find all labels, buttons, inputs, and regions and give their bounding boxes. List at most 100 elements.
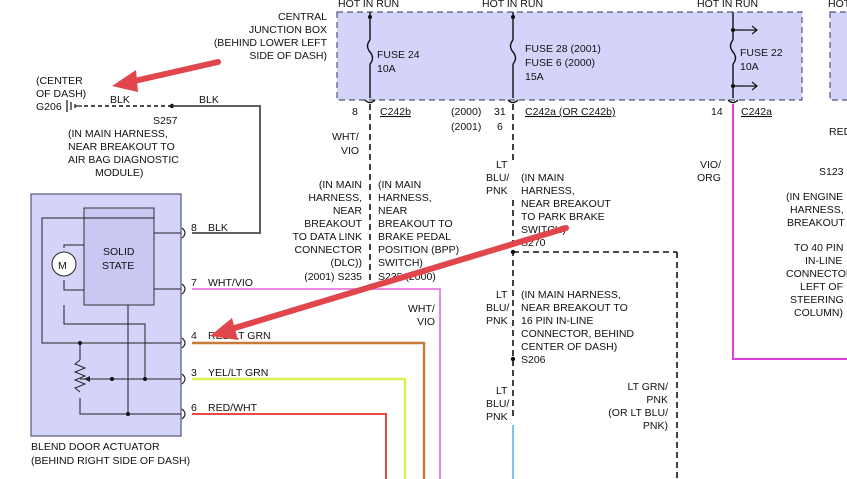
motor-label: M [58,260,67,272]
junction-box-right-partial [829,11,847,101]
s206-l5: CENTER OF DASH) [521,341,617,353]
hot-label-right: HOT [828,0,847,10]
s257-line1: (IN MAIN HARNESS, [68,128,168,140]
ltblu-pnk-2-l3: PNK [486,315,508,327]
potentiometer-icon [73,359,87,393]
s270-l3: NEAR BREAKOUT [521,198,611,210]
hot-in-run-label-1: HOT IN RUN [338,0,399,10]
red-ltgrn-wire [192,341,426,479]
wht-vio-wire [192,288,441,479]
vio-org-l2: ORG [697,172,721,184]
year-2001-label: (2001) [451,121,481,133]
annotation-arrow-pin-4 [210,225,569,340]
ltblu-pnk-3-l3: PNK [486,411,508,423]
s235-l4: BREAKOUT [304,218,362,230]
actuator-pin-7: 7 [191,277,197,289]
jb-label-line1: CENTRAL [278,11,327,23]
node-4 [78,341,82,345]
ltblu-pnk-3-l1: LT [496,385,508,397]
fuse-28-amp: 15A [525,71,544,83]
bpp-l7: SWITCH) [378,257,423,269]
ground-location-1: (CENTER [36,75,83,87]
right-s123: S123 [819,166,844,178]
jb-label-line4: SIDE OF DASH) [249,50,327,62]
bpp-l5: BRAKE PEDAL [378,231,451,243]
ltblu-pnk-1-l3: PNK [486,185,508,197]
ltblu-pnk-1-l1: LT [496,159,508,171]
actuator-pin-7-wire: WHT/VIO [208,277,253,289]
year-2000-label: (2000) [451,106,481,118]
blk-wire [172,105,261,234]
solid-state-module [83,207,155,306]
fuse-22-amp: 10A [740,61,759,73]
ltblu-pnk-1-l2: BLU/ [486,172,509,184]
connector-c242a: C242a [741,106,772,118]
s206-l3: 16 PIN IN-LINE [521,315,593,327]
ltgrn-pnk-l2: PNK [646,394,668,406]
pin-6-label: 6 [497,121,503,133]
s235-l6: CONNECTOR [295,244,363,256]
fuse-28-symbol [509,39,517,65]
connector-c242a-or-c242b: C242a (OR C242b) [525,106,615,118]
fuse-6-alt-name: FUSE 6 (2000) [525,57,595,69]
node-1 [143,377,147,381]
actuator-pin-8-wire: BLK [208,222,228,234]
s257-line4: MODULE) [95,167,143,179]
s270-l4: TO PARK BRAKE [521,211,605,223]
actuator-pin-3-wire: YEL/LT GRN [208,367,268,379]
potentiometer-wiper [84,376,90,382]
actuator-pin-3: 3 [191,367,197,379]
blk-wire-label-left: BLK [110,94,130,106]
s206-l2: NEAR BREAKOUT TO [521,302,628,314]
ground-location-2: OF DASH) [36,88,86,100]
ground-id: G206 [36,101,62,113]
right-l4: TO 40 PIN [794,242,843,254]
blk-wire-label-right: BLK [199,94,219,106]
jb-label-line2: JUNCTION BOX [249,24,327,36]
red-wht-wire [192,413,387,479]
right-l1: (IN ENGINE [786,191,843,203]
solid-state-label-2: STATE [102,260,134,272]
bpp-l4: BREAKOUT TO [378,218,453,230]
actuator-caption-2: (BEHIND RIGHT SIDE OF DASH) [31,455,190,467]
right-l5: IN-LINE [805,255,842,267]
ltblu-pnk-3-l2: BLU/ [486,398,509,410]
actuator-pin-4: 4 [191,330,197,342]
s235-l5: TO DATA LINK [293,231,362,243]
s257-id: S257 [153,115,178,127]
actuator-pin-6: 6 [191,402,197,414]
annotation-arrow-ground [112,59,221,92]
ltgrn-pnk-l3: (OR LT BLU/ [608,407,668,419]
wht-vio-top-2: VIO [341,145,359,157]
right-l6: CONNECTOR, [786,268,847,280]
bpp-l6: POSITION (BPP) [378,244,459,256]
vio-org-l1: VIO/ [700,159,721,171]
wht-vio-mid-1: WHT/ [408,303,435,315]
pin-8-label: 8 [352,106,358,118]
fuse-22-symbol [729,39,737,65]
bpp-l1: (IN MAIN [378,179,421,191]
fuse-24-amp: 10A [377,63,396,75]
right-l7: LEFT OF [800,281,843,293]
right-l8: STEERING [790,294,844,306]
fuse-24-circuit [364,12,376,290]
s235-l8: (2001) S235 [304,271,362,283]
solid-state-label-1: SOLID [103,246,135,258]
connector-c242b: C242b [380,106,411,118]
yel-ltgrn-wire [192,377,407,479]
fuse-24-symbol [366,39,374,65]
right-l3: BREAKOUT [787,217,845,229]
fuse-22-circuit [727,12,758,104]
ltblu-pnk-2-l1: LT [496,289,508,301]
wht-vio-mid-2: VIO [417,316,435,328]
pin-14-label: 14 [711,106,723,118]
s235-l1: (IN MAIN [319,179,362,191]
actuator-pin-brackets [181,227,186,420]
actuator-pin-6-wire: RED/WHT [208,402,258,414]
hot-in-run-label-2: HOT IN RUN [482,0,543,10]
bpp-l3: NEAR [378,205,408,217]
fuse-28-name: FUSE 28 (2001) [525,43,601,55]
s270-l2: HARNESS, [521,185,575,197]
actuator-caption-1: BLEND DOOR ACTUATOR [31,441,160,453]
